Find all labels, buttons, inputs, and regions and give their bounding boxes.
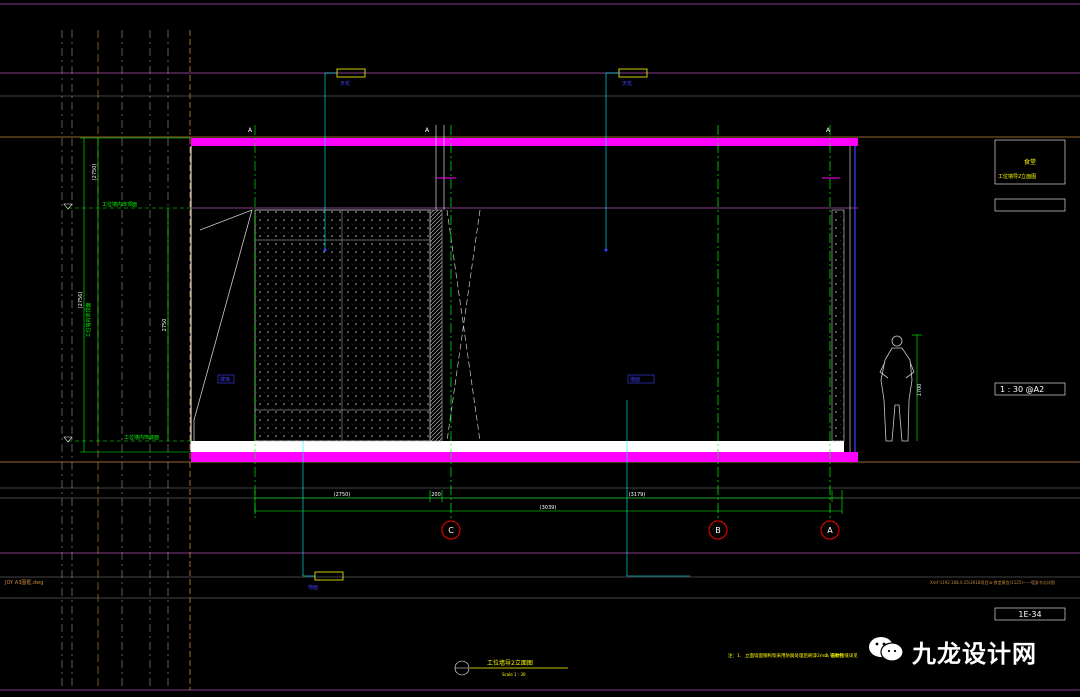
note-prefix: 注：1. <box>728 652 741 659</box>
grid-axes: A A A <box>248 125 840 520</box>
floor-band <box>191 452 858 462</box>
ceiling-band <box>191 138 858 146</box>
sheet-number: 1E-34 <box>1018 610 1041 619</box>
wechat-icon <box>869 637 904 662</box>
dim-h2: 200 <box>431 492 441 498</box>
left-guide-lines <box>61 30 169 690</box>
left-file-label: JOY A3图框.dwg <box>4 579 43 586</box>
horizontal-dimensions: (2750) 200 (3179) (3039) <box>254 490 843 514</box>
view-title: 工位墙导2立面图 Scale 1 : 30 <box>454 659 568 677</box>
grid-label-b: B <box>715 526 721 535</box>
dim-h1: (2750) <box>334 492 351 498</box>
level-label-vertical: 工位墙内饰顶面 <box>85 302 92 337</box>
view-title-text: 工位墙导2立面图 <box>487 659 533 667</box>
skirting-strip <box>191 441 844 452</box>
tag-wall-right: 墙面 <box>630 376 640 383</box>
grid-bubble-c: C <box>441 520 461 540</box>
frame-lines <box>0 3 1080 691</box>
human-figure: 1700 <box>879 334 923 442</box>
grid-label-c: C <box>448 526 454 535</box>
svg-text:A: A <box>826 127 831 134</box>
dim-v-person: 1700 <box>917 384 923 397</box>
svg-text:A: A <box>248 127 253 134</box>
watermark-text: 九龙设计网 <box>912 640 1037 668</box>
level-top-label: 工位墙内饰顶面 <box>102 201 137 208</box>
tag-ceiling-left: 天花 <box>340 80 350 87</box>
dim-v-upper: (2750) <box>92 164 98 181</box>
note-tail: 2. 石材接缝详见 <box>825 652 858 659</box>
tag-floor: 地面 <box>308 584 318 591</box>
dim-h3: (3179) <box>629 492 646 498</box>
elevation-main <box>68 138 858 462</box>
dim-v-mid: 2750 <box>162 319 168 332</box>
dim-h-total: (3039) <box>540 505 557 511</box>
title-block-line2: 工位墙导2立面图 <box>998 173 1036 180</box>
dim-v-total: (2756) <box>78 292 84 309</box>
grid-label-a: A <box>827 526 833 535</box>
level-bottom-label: 工位墙内饰底面 <box>124 434 159 441</box>
tag-ceiling-right: 天花 <box>622 80 632 87</box>
vertical-dimensions: (2756) (2750) 2750 工位墙内饰顶面 工位墙内饰顶面 工位墙内饰… <box>63 137 191 453</box>
perforated-panel <box>254 209 431 442</box>
grid-bubble-b: B <box>708 520 728 540</box>
scale-box: 1 : 30 @A2 <box>1000 385 1044 394</box>
right-panel-strip <box>831 209 845 442</box>
title-block: 食堂 工位墙导2立面图 1 : 30 @A2 1E-34 <box>994 139 1066 621</box>
grid-bubble-a: A <box>820 520 840 540</box>
title-block-line1: 食堂 <box>1024 158 1036 166</box>
note-text: 立面墙面钢构架采用防腐处理后刷漆2mm 钢板包 <box>745 652 844 659</box>
tag-glass: 玻璃 <box>220 376 230 383</box>
svg-text:A: A <box>425 127 430 134</box>
view-scale-text: Scale 1 : 30 <box>502 672 526 677</box>
drawing-notes: 注：1. 立面墙面钢构架采用防腐处理后刷漆2mm 钢板包 2. 石材接缝详见 <box>728 652 858 659</box>
material-tags: 天花 天花 地面 墙面 玻璃 <box>217 68 690 591</box>
right-xref-path: Xref \\192.168.0.25\2018项目\a-食堂黄宫(1125)—… <box>930 579 1055 585</box>
hatched-column <box>429 209 443 442</box>
